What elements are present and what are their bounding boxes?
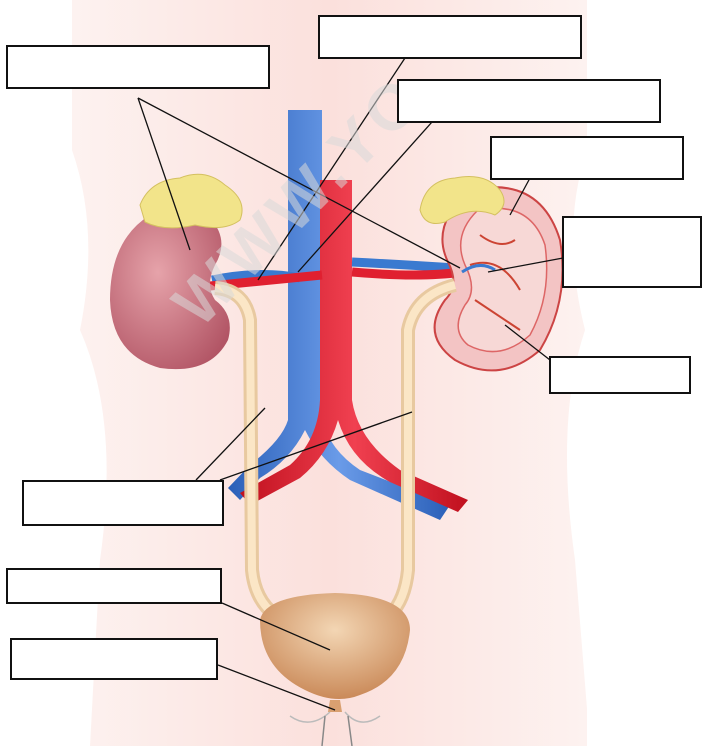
label-box-upper-right-1[interactable] xyxy=(397,79,661,123)
label-box-top-left[interactable] xyxy=(6,45,270,89)
label-box-left-bladder[interactable] xyxy=(6,568,222,604)
label-box-top-center[interactable] xyxy=(318,15,582,59)
label-box-left-ureter[interactable] xyxy=(22,480,224,526)
label-box-right-middle[interactable] xyxy=(562,216,702,288)
label-box-left-urethra[interactable] xyxy=(10,638,218,680)
label-box-right-lower[interactable] xyxy=(549,356,691,394)
label-box-upper-right-2[interactable] xyxy=(490,136,684,180)
